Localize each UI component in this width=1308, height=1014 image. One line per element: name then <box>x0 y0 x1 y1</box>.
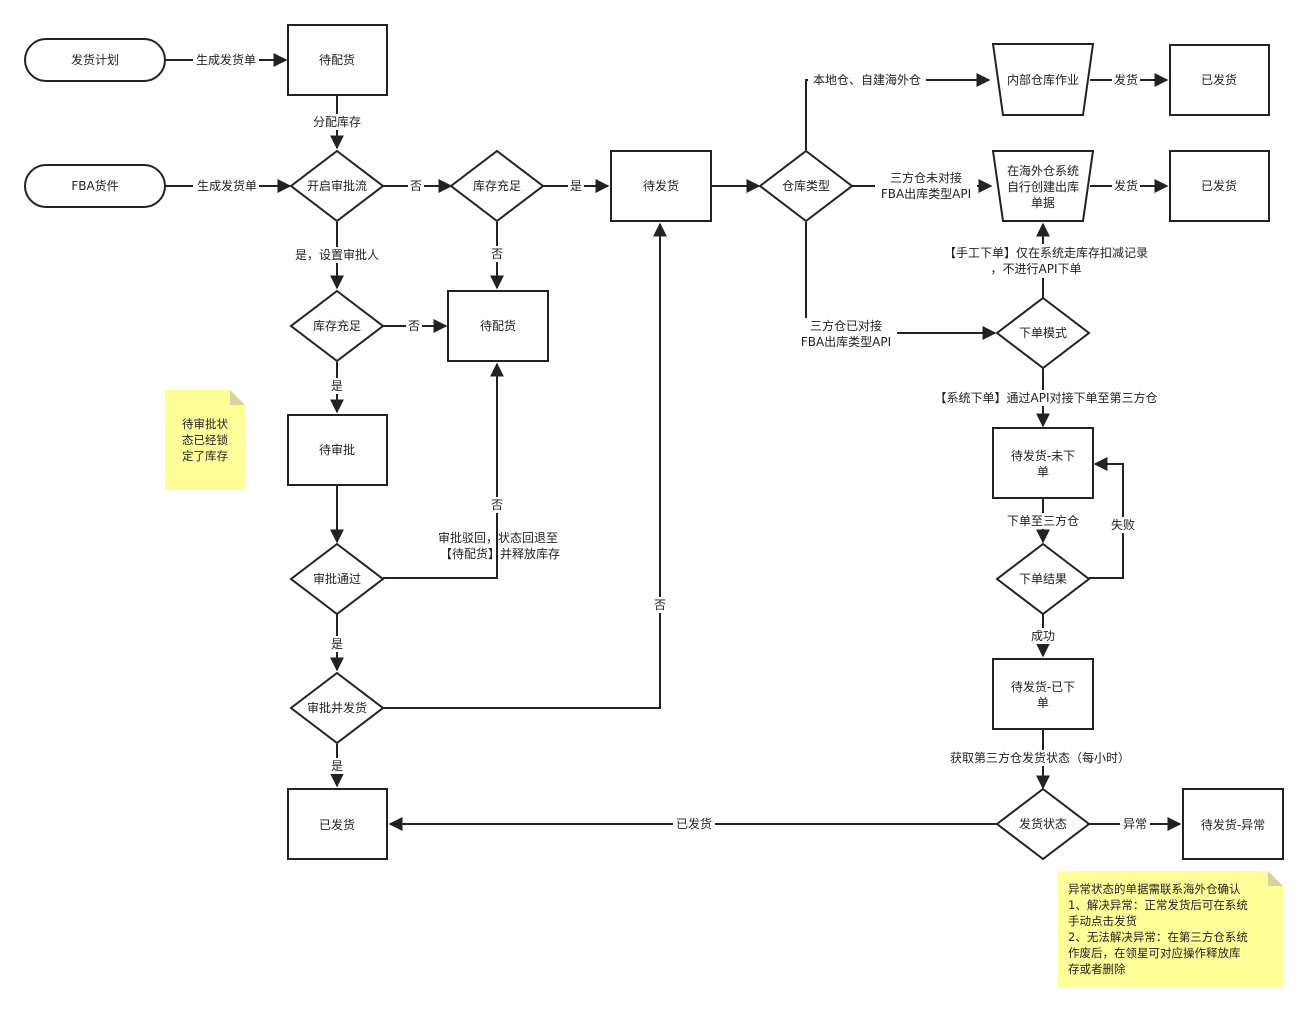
node-approval-flow-label: 开启审批流 <box>307 178 367 193</box>
label-alloc-stock: 分配库存 <box>313 114 361 129</box>
label-third-api-2: FBA出库类型API <box>801 334 891 349</box>
edge-reject-to-alloc <box>383 362 504 579</box>
node-ship-status-label: 发货状态 <box>1019 816 1067 831</box>
nodes: 发货计划 FBA货件 待配货 待配货 待发货 待审批 已发货 已发 <box>24 24 1284 861</box>
note-exception-line-4: 2、无法解决异常：在第三方仓系统 <box>1068 930 1248 944</box>
note-lock-line-3: 定了库存 <box>182 449 228 463</box>
node-pending-alloc-2: 待配货 <box>447 290 549 362</box>
label-yes-set-approver: 是，设置审批人 <box>295 247 379 262</box>
label-third-no-api-1: 三方仓未对接 <box>890 170 962 185</box>
node-ship-status: 发货状态 <box>995 787 1091 861</box>
node-pending-alloc-2-label: 待配货 <box>480 318 516 333</box>
node-pending-alloc-1: 待配货 <box>287 24 388 96</box>
note-lock-line-2: 态已经锁 <box>182 433 228 447</box>
label-third-no-api-2: FBA出库类型API <box>881 186 971 201</box>
node-fba: FBA货件 <box>24 164 166 208</box>
label-local-own: 本地仓、自建海外仓 <box>813 72 921 87</box>
label-manual-order-2: ，不进行API下单 <box>991 262 1082 276</box>
label-yes-3: 是 <box>331 637 343 651</box>
node-internal-op-label: 内部仓库作业 <box>1007 72 1079 87</box>
node-shipped-top: 已发货 <box>1169 44 1270 116</box>
node-shipped-bottom-label: 已发货 <box>319 817 355 832</box>
label-no-2: 否 <box>491 247 503 261</box>
node-order-result-label: 下单结果 <box>1019 572 1067 586</box>
node-pending-ship-label: 待发货 <box>643 178 679 193</box>
node-pending-approval: 待审批 <box>287 414 388 486</box>
node-pending-ordered-line-2: 单 <box>1037 696 1049 710</box>
label-yes-2: 是 <box>331 379 343 393</box>
label-no-5: 否 <box>654 598 666 612</box>
label-third-api-1: 三方仓已对接 <box>810 318 882 333</box>
node-approve-pass: 审批通过 <box>289 542 385 616</box>
node-pending-not-ordered-line-2: 单 <box>1037 465 1049 479</box>
label-reject-line-1: 审批驳回，状态回退至 <box>438 530 558 545</box>
node-overseas-doc: 在海外仓系统 自行创建出库 单据 <box>991 150 1095 222</box>
label-shipped-edge: 已发货 <box>676 816 712 831</box>
node-approve-ship-label: 审批并发货 <box>307 700 367 715</box>
label-gen-order-2: 生成发货单 <box>197 178 257 193</box>
edge-warehouse-local <box>805 73 991 150</box>
node-shipped-mid-label: 已发货 <box>1201 178 1237 193</box>
node-pending-ship: 待发货 <box>610 150 712 222</box>
node-stock-ok-1: 库存充足 <box>449 149 545 223</box>
label-no-4: 否 <box>491 498 503 512</box>
node-pending-approval-label: 待审批 <box>319 442 355 457</box>
node-order-mode-label: 下单模式 <box>1019 326 1067 340</box>
note-exception-line-1: 异常状态的单据需联系海外仓确认 <box>1068 882 1241 896</box>
node-stock-ok-2: 库存充足 <box>289 289 385 363</box>
edge-approve-ship-no-to-pending <box>383 222 667 709</box>
note-exception-line-6: 存或者删除 <box>1068 962 1126 976</box>
label-no-1: 否 <box>410 179 422 193</box>
node-shipped-bottom: 已发货 <box>287 788 388 860</box>
label-success: 成功 <box>1031 629 1055 643</box>
node-pending-alloc-1-label: 待配货 <box>319 52 355 67</box>
label-no-3: 否 <box>408 319 420 333</box>
label-exception: 异常 <box>1123 817 1147 831</box>
label-gen-order-1: 生成发货单 <box>196 52 256 67</box>
node-overseas-doc-line-2: 自行创建出库 <box>1007 179 1079 194</box>
label-yes-4: 是 <box>331 759 343 773</box>
edge-labels: 生成发货单 生成发货单 分配库存 否 是 否 是，设置审批人 否 是 否 审批驳… <box>193 52 1167 832</box>
node-internal-op: 内部仓库作业 <box>991 43 1095 116</box>
node-pending-ordered: 待发货-已下 单 <box>992 658 1094 730</box>
label-order-to-3pl: 下单至三方仓 <box>1007 513 1079 528</box>
label-ship-1: 发货 <box>1114 72 1138 87</box>
note-lock: 待审批状 态已经锁 定了库存 <box>165 390 245 490</box>
node-warehouse-type: 仓库类型 <box>758 149 854 223</box>
node-pending-exception-label: 待发货-异常 <box>1201 817 1265 832</box>
node-pending-ordered-line-1: 待发货-已下 <box>1011 679 1075 694</box>
node-shipped-mid: 已发货 <box>1169 150 1270 222</box>
node-fba-label: FBA货件 <box>71 178 118 193</box>
node-shipped-top-label: 已发货 <box>1201 72 1237 87</box>
node-plan: 发货计划 <box>24 38 166 82</box>
label-system-order: 【系统下单】通过API对接下单至第三方仓 <box>935 390 1158 405</box>
node-approve-pass-label: 审批通过 <box>313 571 361 586</box>
node-plan-label: 发货计划 <box>71 52 119 67</box>
node-pending-not-ordered-line-1: 待发货-未下 <box>1011 448 1075 463</box>
node-stock-ok-2-label: 库存充足 <box>313 318 361 333</box>
node-approve-ship: 审批并发货 <box>289 671 385 745</box>
node-stock-ok-1-label: 库存充足 <box>473 178 521 193</box>
node-approval-flow: 开启审批流 <box>289 149 385 223</box>
node-pending-exception: 待发货-异常 <box>1182 788 1284 860</box>
label-ship-2: 发货 <box>1114 178 1138 193</box>
label-yes-1: 是 <box>570 179 582 193</box>
label-fetch-status: 获取第三方仓发货状态（每小时） <box>950 750 1130 765</box>
label-fail: 失败 <box>1111 517 1135 532</box>
note-exception-line-5: 作废后，在领星可对应操作释放库 <box>1068 946 1241 960</box>
note-exception-line-2: 1、解决异常：正常发货后可在系统 <box>1068 898 1248 912</box>
node-pending-not-ordered: 待发货-未下 单 <box>992 427 1094 499</box>
label-reject-line-2: 【待配货】并释放库存 <box>440 546 560 561</box>
node-order-mode: 下单模式 <box>995 296 1091 370</box>
label-manual-order-1: 【手工下单】仅在系统走库存扣减记录 <box>944 245 1148 260</box>
node-overseas-doc-line-3: 单据 <box>1031 196 1055 210</box>
note-exception-line-3: 手动点击发货 <box>1068 914 1137 928</box>
node-warehouse-type-label: 仓库类型 <box>782 178 830 193</box>
note-exception: 异常状态的单据需联系海外仓确认 1、解决异常：正常发货后可在系统 手动点击发货 … <box>1058 871 1283 988</box>
note-lock-line-1: 待审批状 <box>182 417 228 431</box>
node-order-result: 下单结果 <box>995 542 1091 616</box>
node-overseas-doc-line-1: 在海外仓系统 <box>1007 163 1079 178</box>
